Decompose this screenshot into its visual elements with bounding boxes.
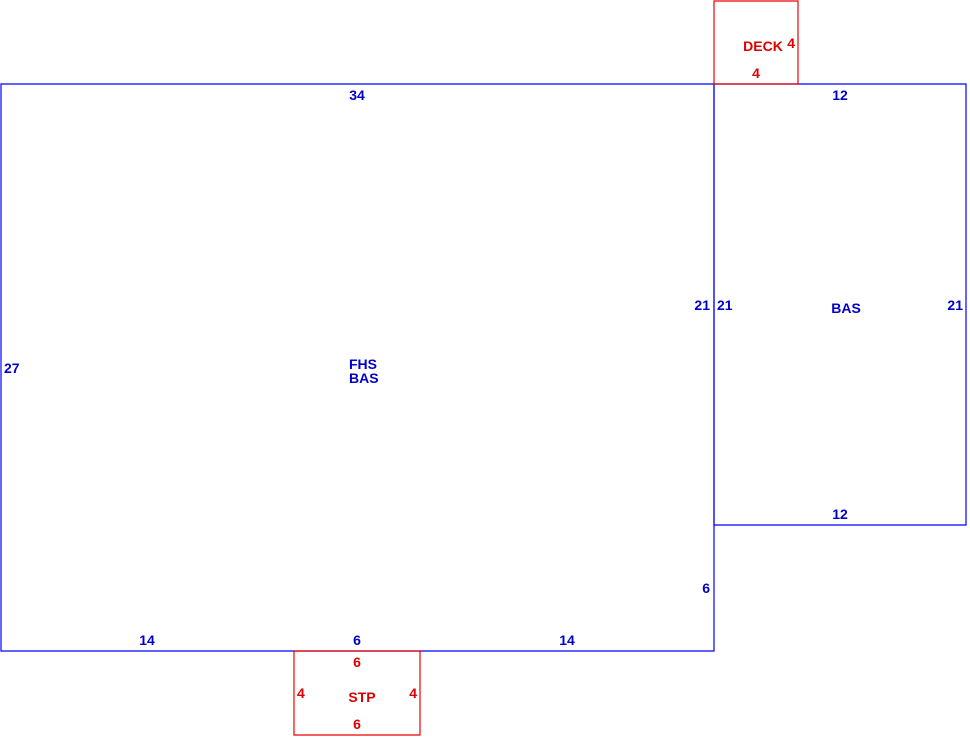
main-structure-outline bbox=[0, 83, 715, 652]
addition-area-code: BAS bbox=[831, 300, 861, 316]
deck-outline bbox=[713, 0, 799, 85]
main-right-upper-dimension: 21 bbox=[694, 297, 710, 313]
stoop-structure: 6 6 4 4 STP bbox=[293, 650, 421, 736]
main-bottom-left-dimension: 14 bbox=[139, 632, 155, 648]
stoop-area-code: STP bbox=[348, 689, 375, 705]
addition-bottom-dimension: 12 bbox=[832, 506, 848, 522]
main-bottom-middle-dimension: 6 bbox=[353, 632, 361, 648]
addition-structure: 12 12 21 21 BAS bbox=[713, 83, 967, 526]
addition-top-dimension: 12 bbox=[832, 87, 848, 103]
addition-left-dimension: 21 bbox=[717, 297, 733, 313]
main-area-code-bas: BAS bbox=[349, 370, 379, 386]
main-structure: 34 27 21 6 14 6 14 FHS BAS bbox=[0, 83, 715, 652]
stoop-right-dimension: 4 bbox=[409, 685, 417, 701]
deck-right-dimension: 4 bbox=[787, 35, 795, 51]
main-right-lower-dimension: 6 bbox=[702, 580, 710, 596]
stoop-outline bbox=[293, 650, 421, 736]
stoop-top-dimension: 6 bbox=[353, 654, 361, 670]
main-bottom-right-dimension: 14 bbox=[559, 632, 575, 648]
main-left-dimension: 27 bbox=[4, 360, 20, 376]
stoop-bottom-dimension: 6 bbox=[353, 716, 361, 732]
addition-outline bbox=[713, 83, 967, 526]
main-area-code-fhs: FHS bbox=[349, 356, 377, 372]
stoop-left-dimension: 4 bbox=[297, 685, 305, 701]
deck-area-code: DECK bbox=[743, 38, 783, 54]
deck-bottom-dimension: 4 bbox=[752, 65, 760, 81]
addition-right-dimension: 21 bbox=[947, 297, 963, 313]
main-top-dimension: 34 bbox=[349, 87, 365, 103]
deck-structure: DECK 4 4 bbox=[713, 0, 799, 85]
